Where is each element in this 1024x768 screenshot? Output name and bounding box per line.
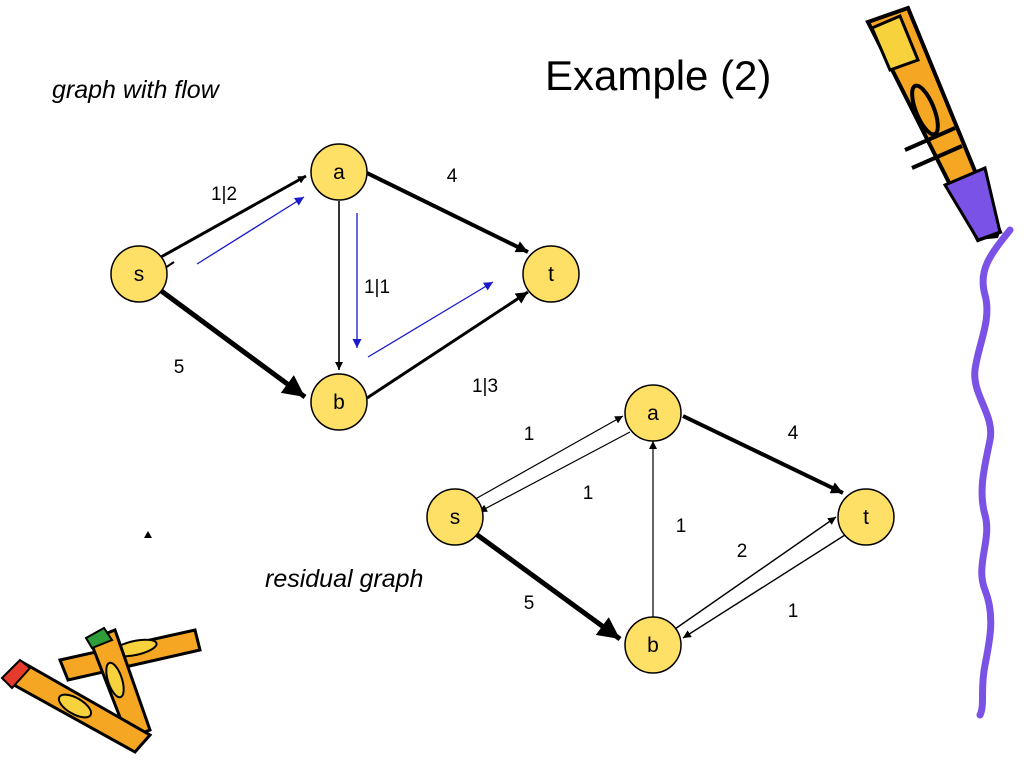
flow-edge-s-a [160, 174, 307, 259]
residual-graph: 1 1 4 1 2 1 5 s a b t [426, 384, 895, 674]
residual-node-s-label: s [450, 506, 461, 529]
residual-label-s-a: 1 [524, 424, 535, 445]
crayons-icon [0, 626, 202, 754]
flow-node-b: b [310, 373, 368, 431]
flow-node-t: t [522, 245, 580, 303]
flow-node-b-label: b [333, 391, 345, 414]
flow-edge-b-t [366, 290, 529, 400]
flow-path-s-a [196, 196, 305, 265]
residual-edge-t-b [682, 534, 846, 639]
residual-label-a-s: 1 [583, 483, 594, 504]
flow-node-a: a [310, 143, 368, 201]
flow-label-s-a: 1|2 [211, 184, 237, 205]
stray-mark [144, 531, 152, 538]
residual-node-t: t [837, 488, 895, 546]
residual-label-b-t: 2 [737, 541, 748, 562]
residual-label-b-a: 1 [676, 516, 687, 537]
residual-node-s: s [426, 488, 484, 546]
flow-node-t-label: t [548, 263, 554, 286]
residual-edge-s-b [474, 531, 622, 642]
residual-node-t-label: t [863, 506, 869, 529]
residual-edge-b-t [674, 516, 837, 630]
flow-label-b-t: 1|3 [472, 376, 498, 397]
flow-node-a-label: a [333, 161, 345, 184]
residual-node-b-label: b [647, 634, 659, 657]
residual-node-b: b [624, 616, 682, 674]
residual-node-a-label: a [647, 402, 659, 425]
flow-graph: 1|2 4 1|1 5 1|3 s a b t [110, 143, 580, 431]
flow-node-s-label: s [134, 263, 145, 286]
residual-edge-s-a [469, 415, 624, 503]
flow-label-a-t: 4 [447, 166, 458, 187]
slide-title: Example (2) [545, 52, 772, 99]
pencil-icon [865, 5, 1003, 243]
residual-label-a-t: 4 [788, 423, 799, 444]
flow-edge-a-t [366, 171, 529, 254]
residual-label-t-b: 1 [788, 601, 799, 622]
flow-path-b-t [367, 281, 494, 358]
residual-edge-a-s [478, 431, 631, 513]
residual-label-s-b: 5 [524, 593, 535, 614]
residual-node-a: a [624, 384, 682, 442]
residual-graph-caption: residual graph [265, 565, 424, 593]
flow-graph-caption: graph with flow [52, 76, 219, 104]
flow-edge-s-b [158, 287, 307, 400]
squiggle-border [971, 226, 1014, 719]
residual-edge-a-t [682, 414, 844, 495]
flow-node-s: s [110, 245, 168, 303]
flow-label-s-b: 5 [174, 357, 185, 378]
flow-label-a-b: 1|1 [364, 277, 390, 298]
